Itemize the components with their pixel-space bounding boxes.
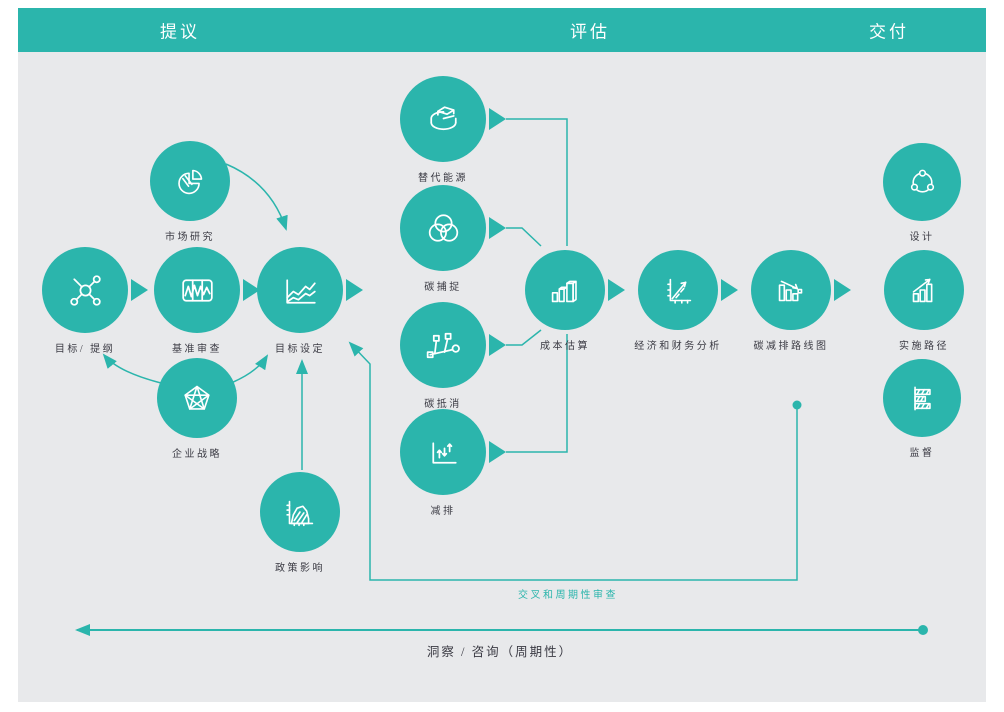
edge-emission-reduction-to-cost xyxy=(506,334,568,453)
edge-corporate-strategy-to-target-setting xyxy=(230,354,269,384)
node-label-alternative-energy: 替代能源 xyxy=(418,173,468,184)
node-label-carbon-capture: 碳捕捉 xyxy=(424,282,462,293)
linechart-icon xyxy=(285,278,316,304)
network-icon xyxy=(69,274,101,306)
node-label-market-research: 市场研究 xyxy=(165,232,215,243)
flow-arrow xyxy=(834,279,851,301)
updown-icon xyxy=(431,441,457,464)
node-label-policy-impact: 政策影响 xyxy=(275,563,325,574)
phase-label-proposal: 提议 xyxy=(160,22,200,42)
insight-consult-label: 洞察 / 咨询（周期性） xyxy=(426,645,574,659)
node-baseline-review xyxy=(154,247,240,333)
phase-label-delivery: 交付 xyxy=(869,22,909,42)
node-label-design: 设计 xyxy=(909,232,935,243)
node-label-goals-outline: 目标/ 提纲 xyxy=(54,344,116,355)
edge-carbon-capture-to-cost xyxy=(506,227,542,247)
node-cost-estimation xyxy=(525,250,605,330)
node-carbon-offset xyxy=(400,302,486,388)
barsdown-icon xyxy=(778,280,803,302)
flow-arrow xyxy=(489,217,506,239)
venn-icon xyxy=(428,213,458,242)
phase-label-evaluation: 评估 xyxy=(570,22,610,42)
node-label-baseline-review: 基准审查 xyxy=(172,344,222,355)
node-label-emission-reduction: 减排 xyxy=(430,506,456,517)
node-corporate-strategy xyxy=(157,358,237,438)
edge-carbon-offset-to-cost xyxy=(506,329,542,346)
node-target-setting xyxy=(257,247,343,333)
cycle-icon xyxy=(910,169,934,193)
edge-corporate-strategy-to-goals-outline xyxy=(102,353,162,384)
node-label-carbon-offset: 碳抵消 xyxy=(424,399,462,410)
node-carbon-capture xyxy=(400,185,486,271)
node-supervision xyxy=(883,359,961,437)
bars3d-icon xyxy=(551,280,577,303)
node-goals-outline xyxy=(42,247,128,333)
node-emission-reduction xyxy=(400,409,486,495)
flow-arrow xyxy=(721,279,738,301)
node-implementation-path xyxy=(884,250,964,330)
flow-arrow xyxy=(489,441,506,463)
node-label-cost-estimation: 成本估算 xyxy=(540,341,590,352)
area-icon xyxy=(286,500,314,527)
pie3d-icon xyxy=(429,105,457,130)
flow-arrow xyxy=(131,279,148,301)
trend-icon xyxy=(667,278,692,304)
node-market-research xyxy=(150,141,230,221)
node-carbon-reduction-roadmap xyxy=(751,250,831,330)
node-economic-financial-analysis xyxy=(638,250,718,330)
node-label-supervision: 监督 xyxy=(909,448,935,459)
node-label-implementation-path: 实施路径 xyxy=(899,341,949,352)
node-label-corporate-strategy: 企业战略 xyxy=(172,449,222,460)
node-label-carbon-reduction-roadmap: 碳减排路线图 xyxy=(753,341,829,352)
edge-market-research-to-target-setting xyxy=(225,163,288,231)
waveform-icon xyxy=(181,278,213,302)
flow-arrow xyxy=(346,279,363,301)
flow-arrow xyxy=(243,279,260,301)
feedback-start-dot xyxy=(792,400,802,410)
node-policy-impact xyxy=(260,472,340,552)
fishbone-icon xyxy=(426,332,460,358)
cross-review-label: 交叉和周期性审查 xyxy=(518,590,618,601)
node-design xyxy=(883,143,961,221)
flow-arrow xyxy=(608,279,625,301)
flow-arrow xyxy=(489,108,506,130)
diagram-canvas xyxy=(18,8,986,702)
pie-icon xyxy=(178,169,203,195)
flow-arrow xyxy=(489,334,506,356)
node-alternative-energy xyxy=(400,76,486,162)
gantt-icon xyxy=(913,386,931,410)
insight-start-dot xyxy=(918,625,928,635)
edge-alternative-energy-to-cost xyxy=(506,118,568,246)
node-label-economic-financial-analysis: 经济和财务分析 xyxy=(634,341,722,352)
radar-icon xyxy=(184,385,210,410)
barsup-icon xyxy=(912,278,933,303)
node-label-target-setting: 目标设定 xyxy=(275,344,325,355)
phase-header-bar: 提议 评估 交付 xyxy=(18,8,986,52)
cross-review-feedback-line xyxy=(348,341,798,581)
